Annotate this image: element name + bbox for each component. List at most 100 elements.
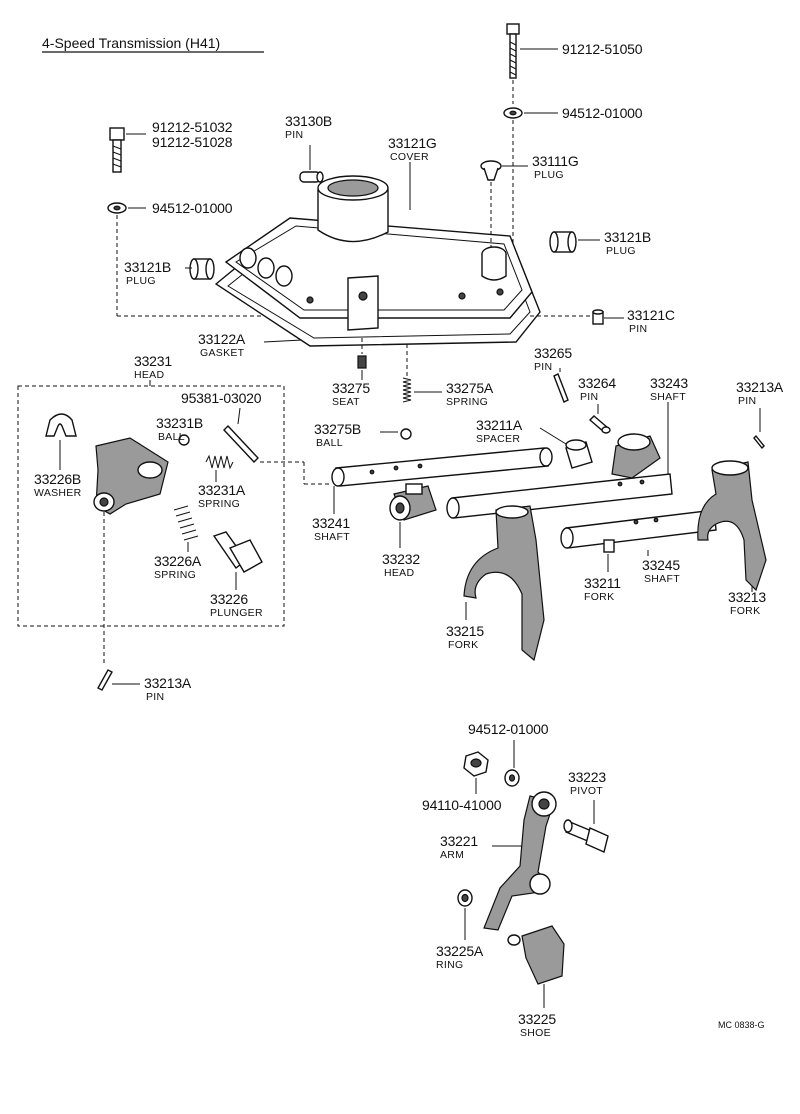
label-33265: 33265 (534, 345, 572, 361)
label-33221: 33221 (440, 833, 478, 849)
fork-33211 (603, 539, 615, 553)
label-33130b: 33130B (285, 113, 332, 129)
figure-code: MC 0838-G (718, 1020, 765, 1030)
spring-33231a (205, 454, 234, 470)
label-33221-sub: ARM (440, 849, 464, 861)
label-33211-sub: FORK (584, 591, 614, 603)
label-33231b-sub: BALL (158, 431, 185, 443)
label-33122a-sub: GASKET (200, 347, 245, 359)
label-33225a: 33225A (436, 943, 484, 959)
label-33130b-sub: PIN (285, 129, 303, 141)
label-33232-sub: HEAD (384, 567, 414, 579)
label-33241-sub: SHAFT (314, 531, 350, 543)
label-33226-sub: PLUNGER (210, 607, 263, 619)
label-33223: 33223 (568, 769, 606, 785)
group-box-33231 (17, 385, 285, 627)
label-91212-51032: 91212-51032 (152, 119, 233, 135)
pin-33265 (553, 373, 569, 403)
label-33275a-sub: SPRING (446, 396, 488, 408)
label-94110: 94110-41000 (422, 797, 502, 813)
label-33226b-sub: WASHER (34, 487, 82, 499)
label-33275-sub: SEAT (332, 396, 360, 408)
label-33213: 33213 (728, 589, 766, 605)
shaft-33245 (560, 509, 717, 549)
label-33245-sub: SHAFT (644, 573, 680, 585)
label-33225-sub: SHOE (520, 1027, 551, 1039)
pivot-33223 (563, 819, 609, 853)
label-94512-left: 94512-01000 (152, 200, 233, 216)
label-33121b-left-sub: PLUG (126, 275, 156, 287)
label-33231: 33231 (134, 353, 172, 369)
label-94512-bottom: 94512-01000 (468, 721, 549, 737)
label-33121b-left: 33121B (124, 259, 171, 275)
plug-33121b-left (189, 258, 215, 280)
plug-33111g (480, 160, 502, 181)
cover-33121g (214, 175, 541, 347)
label-33223-sub: PIVOT (570, 785, 603, 797)
label-33121c-sub: PIN (629, 323, 647, 335)
label-33122a: 33122A (198, 331, 246, 347)
label-33121g: 33121G (388, 135, 437, 151)
label-33226b: 33226B (34, 471, 81, 487)
shaft-33243 (446, 473, 673, 519)
label-33213a-left: 33213A (144, 675, 192, 691)
pin-33213a-right (753, 434, 765, 450)
label-94512-top: 94512-01000 (562, 105, 643, 121)
label-33226: 33226 (210, 591, 248, 607)
nut-94110-41000 (463, 751, 489, 777)
label-33264-sub: PIN (580, 391, 598, 403)
label-91212-51050: 91212-51050 (562, 41, 643, 57)
plunger-33226 (212, 531, 263, 573)
label-33213a-right: 33213A (736, 379, 784, 395)
label-33213-sub: FORK (730, 605, 760, 617)
label-33232: 33232 (382, 551, 420, 567)
label-33211: 33211 (584, 575, 621, 591)
label-33225: 33225 (518, 1011, 556, 1027)
shoe-33225 (507, 925, 565, 985)
pin-33264 (588, 415, 611, 434)
pin-95381-03020 (223, 424, 259, 464)
label-91212-51028: 91212-51028 (152, 134, 233, 150)
fork-33213 (697, 460, 767, 592)
label-33241: 33241 (312, 515, 350, 531)
ball-33275b (400, 428, 412, 440)
ball-33231b (178, 434, 190, 446)
head-33232 (389, 483, 437, 521)
label-33231a: 33231A (198, 482, 246, 498)
spring-33275a (402, 377, 412, 403)
shaft-33241 (331, 447, 553, 487)
diagram-title: 4-Speed Transmission (H41) (42, 35, 220, 51)
label-33211a: 33211A (476, 417, 523, 433)
seat-33275 (357, 355, 367, 369)
washer-33226b (45, 413, 77, 437)
label-33121c: 33121C (627, 307, 675, 323)
label-33211a-sub: SPACER (476, 433, 520, 445)
pin-33130b (299, 171, 324, 183)
bolt-91212-51050 (506, 23, 520, 79)
bolt-91212-51032 (109, 127, 125, 173)
label-33121b-right-sub: PLUG (606, 245, 636, 257)
label-33243: 33243 (650, 375, 688, 391)
spacer-33211a (565, 439, 593, 469)
label-33215: 33215 (446, 623, 484, 639)
label-33243-sub: SHAFT (650, 391, 686, 403)
label-33111g-sub: PLUG (534, 169, 564, 181)
label-33265-sub: PIN (534, 361, 552, 373)
label-33121g-sub: COVER (390, 151, 429, 163)
label-33215-sub: FORK (448, 639, 478, 651)
label-95381: 95381-03020 (181, 390, 262, 406)
label-33111g: 33111G (532, 153, 579, 169)
spring-33226a (173, 505, 199, 541)
pin-33121c (592, 309, 604, 325)
label-33226a: 33226A (154, 553, 202, 569)
label-33275b-sub: BALL (316, 437, 343, 449)
fork-33215 (463, 505, 545, 662)
label-33275b: 33275B (314, 421, 361, 437)
label-33213a-left-sub: PIN (146, 691, 164, 703)
label-33275: 33275 (332, 380, 370, 396)
label-33245: 33245 (642, 557, 680, 573)
arm-33221 (483, 791, 557, 931)
label-33226a-sub: SPRING (154, 569, 196, 581)
